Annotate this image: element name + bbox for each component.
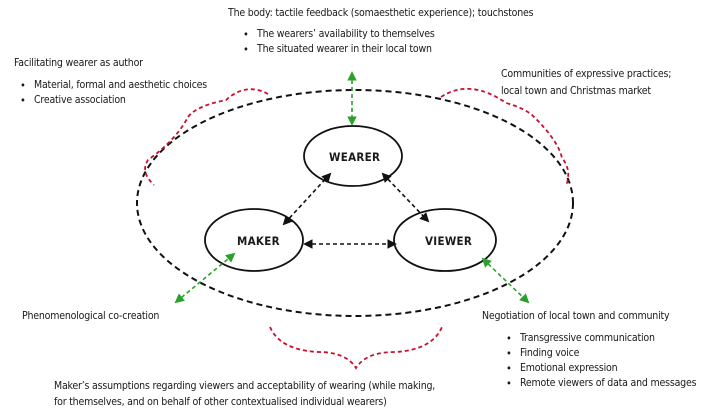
arrow-viewer-community [481, 257, 530, 304]
top-annotation-list: The wearers’ availability to themselves … [243, 27, 435, 57]
left-annotation-list: Material, formal and aesthetic choices C… [20, 78, 207, 108]
list-item: Finding voice [506, 346, 696, 361]
bottom-annotation-line2: for themselves, and on behalf of other c… [54, 396, 387, 408]
maker-label: MAKER [237, 234, 280, 248]
list-item: The wearers’ availability to themselves [243, 27, 435, 42]
list-item: Emotional expression [506, 361, 696, 376]
list-item: Creative association [20, 93, 207, 108]
bottom-brace [269, 326, 443, 370]
list-item: The situated wearer in their local town [243, 42, 435, 57]
arrow-maker-cocreation [174, 252, 236, 304]
right-brace [440, 87, 570, 187]
bottom-right-annotation-title: Negotiation of local town and community [482, 310, 670, 322]
bottom-annotation-line1: Maker’s assumptions regarding viewers an… [54, 380, 436, 392]
list-item: Material, formal and aesthetic choices [20, 78, 207, 93]
context-boundary-ellipse [136, 89, 574, 317]
bottom-right-annotation-list: Transgressive communication Finding voic… [506, 331, 697, 391]
right-annotation-line2: local town and Christmas market [501, 85, 651, 97]
left-annotation-title: Facilitating wearer as author [14, 57, 143, 69]
list-item: Transgressive communication [506, 331, 696, 346]
viewer-label: VIEWER [425, 234, 473, 248]
top-annotation-title: The body: tactile feedback (somaesthetic… [228, 7, 534, 19]
bottom-left-annotation-title: Phenomenological co-creation [22, 310, 160, 322]
left-brace [144, 88, 269, 186]
wearer-node [303, 125, 403, 187]
arrow-wearer-viewer [381, 172, 430, 223]
wearer-label: WEARER [329, 150, 381, 164]
arrow-wearer-maker [282, 172, 332, 226]
right-annotation-line1: Communities of expressive practices; [501, 68, 672, 80]
list-item: Remote viewers of data and messages [506, 376, 697, 391]
